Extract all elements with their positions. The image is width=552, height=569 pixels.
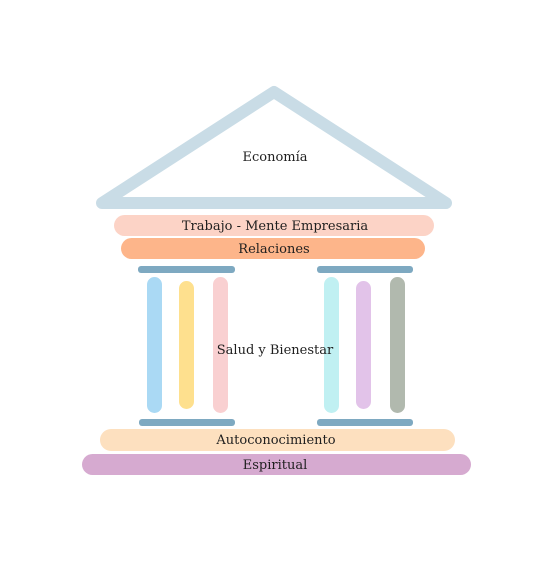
band-autoconocimiento [100, 429, 455, 451]
right-capital-top [317, 266, 413, 273]
right-column-1 [324, 277, 339, 413]
roof-label: Economía [242, 150, 307, 165]
left-capital-top [138, 266, 235, 273]
band-relaciones [121, 238, 425, 259]
center-label: Salud y Bienestar [217, 343, 334, 358]
roof [96, 86, 452, 209]
band-autoconocimiento-label: Autoconocimiento [215, 433, 335, 448]
right-column-2 [356, 281, 371, 409]
left-column-1 [147, 277, 162, 413]
band-relaciones-label: Relaciones [238, 242, 309, 257]
right-column-3 [390, 277, 405, 413]
band-trabajo [114, 215, 434, 236]
left-capital-bottom [139, 419, 235, 426]
band-espiritual [82, 454, 471, 475]
band-espiritual-label: Espiritual [243, 458, 308, 473]
left-column-3 [213, 277, 228, 413]
left-column-2 [179, 281, 194, 409]
band-trabajo-label: Trabajo - Mente Empresaria [182, 219, 368, 234]
right-capital-bottom [317, 419, 413, 426]
